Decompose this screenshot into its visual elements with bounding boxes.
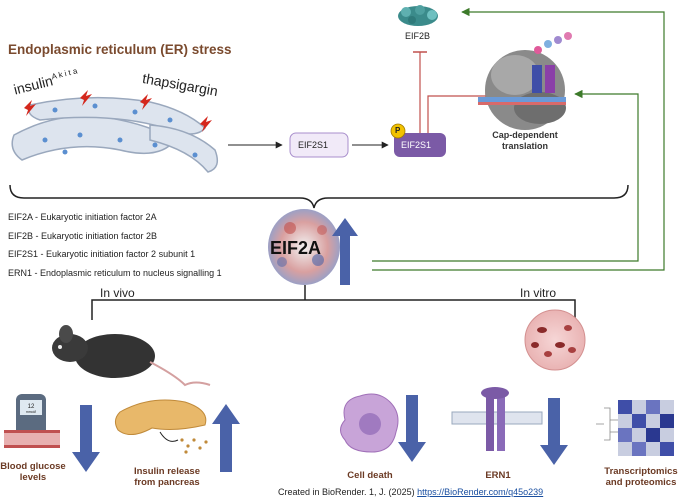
ribosome-icon (478, 32, 572, 130)
summary-brace (9, 184, 629, 209)
eif2a-label: EIF2A (270, 238, 322, 258)
abbreviation-eif2b: EIF2B - Eukaryotic initiation factor 2B (8, 231, 158, 241)
phospho-label: P (395, 126, 401, 135)
glucose-meter-icon (4, 394, 60, 448)
eif2s1-phospho-label: EIF2S1 (401, 140, 432, 150)
inhibit-translation (427, 95, 486, 133)
eif2b-protein-icon (398, 5, 438, 26)
credit-line: Created in BioRender. 1, J. (2025) https… (278, 487, 543, 497)
meter-reading: 12 (28, 404, 35, 410)
ern1-down-arrow-icon (540, 398, 568, 465)
heatmap-icon (596, 400, 674, 456)
er-membrane-illustration (11, 96, 219, 173)
eif2b-label: EIF2B (405, 31, 431, 41)
outcome-blood-glucose: Blood glucose levels (0, 461, 66, 483)
ern1-receptor-icon (451, 387, 543, 451)
abbreviation-eif2s1: EIF2S1 - Eukaryotic initiation factor 2 … (8, 249, 196, 259)
eif2s1-label: EIF2S1 (298, 140, 329, 150)
outcome-ern1: ERN1 (485, 470, 511, 481)
credit-link[interactable]: https://BioRender.com/q45o239 (417, 487, 544, 497)
in-vivo-label: In vivo (100, 286, 135, 300)
phosphate-icon (390, 123, 406, 139)
outcome-insulin-release: Insulin release from pancreas (133, 466, 200, 488)
cell-death-down-arrow-icon (398, 395, 426, 462)
cell-cluster-icon (524, 309, 586, 371)
stress-lightning-icons (24, 90, 212, 132)
meter-unit: mmol/l (26, 410, 37, 414)
translation-label: Cap-dependent translation (492, 130, 558, 151)
pancreas-icon (114, 399, 208, 454)
insulin-up-arrow-icon (212, 404, 240, 472)
outcome-cell-death: Cell death (347, 470, 393, 481)
outcome-omics: Transcriptomics and proteomics (604, 466, 678, 488)
page-title: Endoplasmic reticulum (ER) stress (8, 42, 232, 57)
credit-prefix: Created in BioRender. 1, J. (2025) (278, 487, 415, 497)
feedback-to-eif2b (372, 7, 665, 271)
abbreviation-eif2a: EIF2A - Eukaryotic initiation factor 2A (8, 212, 157, 222)
eif2a-protein-icon (268, 209, 340, 285)
feedback-to-translation (372, 89, 639, 262)
glucose-down-arrow-icon (72, 405, 100, 472)
dying-cell-icon (340, 393, 399, 453)
branch-bracket (91, 299, 576, 320)
abbreviation-ern1: ERN1 - Endoplasmic reticulum to nucleus … (8, 268, 222, 278)
eif2s1-box (289, 132, 349, 158)
eif2a-up-arrow-icon (332, 218, 358, 285)
mouse-icon (52, 325, 211, 387)
eif2s1-phospho-box (394, 133, 446, 157)
in-vitro-label: In vitro (520, 286, 557, 300)
